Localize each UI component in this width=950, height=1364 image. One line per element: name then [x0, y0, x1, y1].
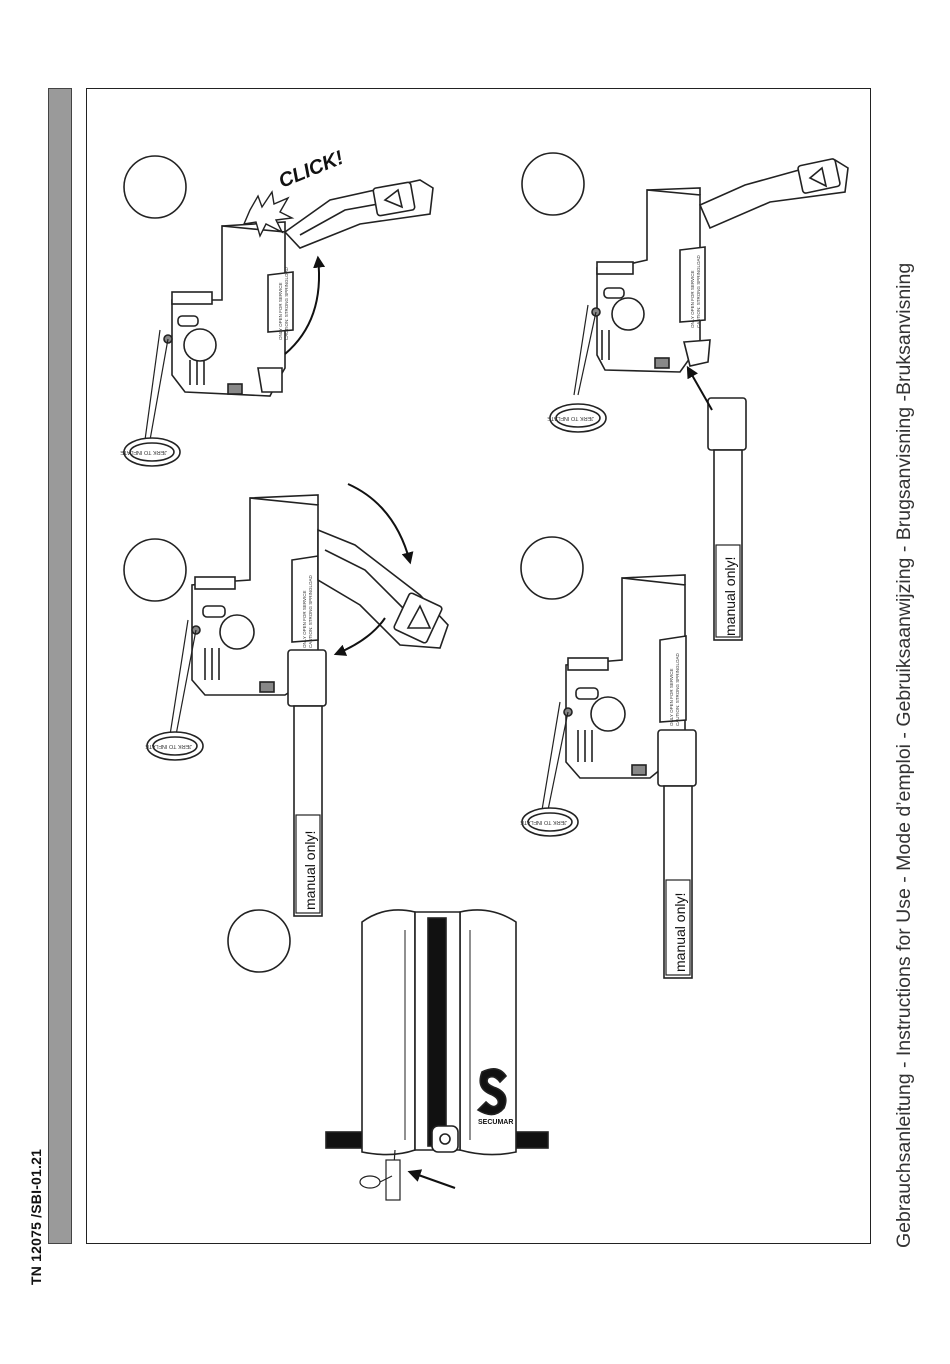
insert-arrow: [686, 365, 713, 411]
figure-lever-click: ONLY OPEN FOR SERVICE CAUTION: STRONG SP…: [120, 179, 434, 467]
service-caution-2: CAUTION: STRONG SPRINGLOAD: [696, 254, 701, 328]
service-warning-3: ONLY OPEN FOR SERVICE: [302, 590, 307, 648]
service-warning-2: ONLY OPEN FOR SERVICE: [690, 270, 695, 328]
manual-label-2: manual only!: [722, 557, 738, 636]
step-circle-5: [227, 909, 291, 973]
service-caution-3: CAUTION: STRONG SPRINGLOAD: [308, 574, 313, 648]
illustration-frame: [86, 88, 871, 1244]
rotation-arrow-3b: [333, 617, 386, 656]
pull-tag-label-2: JERK TO INFLATE: [547, 415, 594, 421]
pull-tag-label-3: JERK TO INFLATE: [145, 743, 192, 749]
side-bar: [48, 88, 72, 1244]
rotation-arrow-3a: [347, 483, 414, 565]
step-circle-2: [521, 152, 585, 216]
click-label: CLICK!: [276, 147, 347, 193]
step-circle-3: [123, 538, 187, 602]
service-warning-4: ONLY OPEN FOR SERVICE: [669, 668, 674, 726]
pull-tag-label-4: JERK TO INFLATE: [520, 819, 567, 825]
figure-life-jacket: [325, 909, 549, 1201]
service-caution-4: CAUTION: STRONG SPRINGLOAD: [675, 652, 680, 726]
pull-tag-label: JERK TO INFLATE: [120, 449, 167, 455]
brand-logo-text: SECUMAR: [478, 1119, 513, 1126]
figure-assembled: ONLY OPEN FOR SERVICE CAUTION: STRONG SP…: [520, 574, 697, 979]
service-warning: ONLY OPEN FOR SERVICE: [278, 282, 283, 340]
tag-arrow: [407, 1169, 456, 1190]
figure-cartridge-insert: ONLY OPEN FOR SERVICE CAUTION: STRONG SP…: [547, 158, 849, 641]
figure-lever-lower: ONLY OPEN FOR SERVICE CAUTION: STRONG SP…: [145, 494, 449, 917]
manual-label-3: manual only!: [302, 831, 318, 910]
service-caution: CAUTION: STRONG SPRINGLOAD: [284, 266, 289, 340]
step-circle-4: [520, 536, 584, 600]
step-circle-1: [123, 155, 187, 219]
rotation-arrow-1: [284, 255, 326, 355]
manual-label-4: manual only!: [672, 893, 688, 972]
